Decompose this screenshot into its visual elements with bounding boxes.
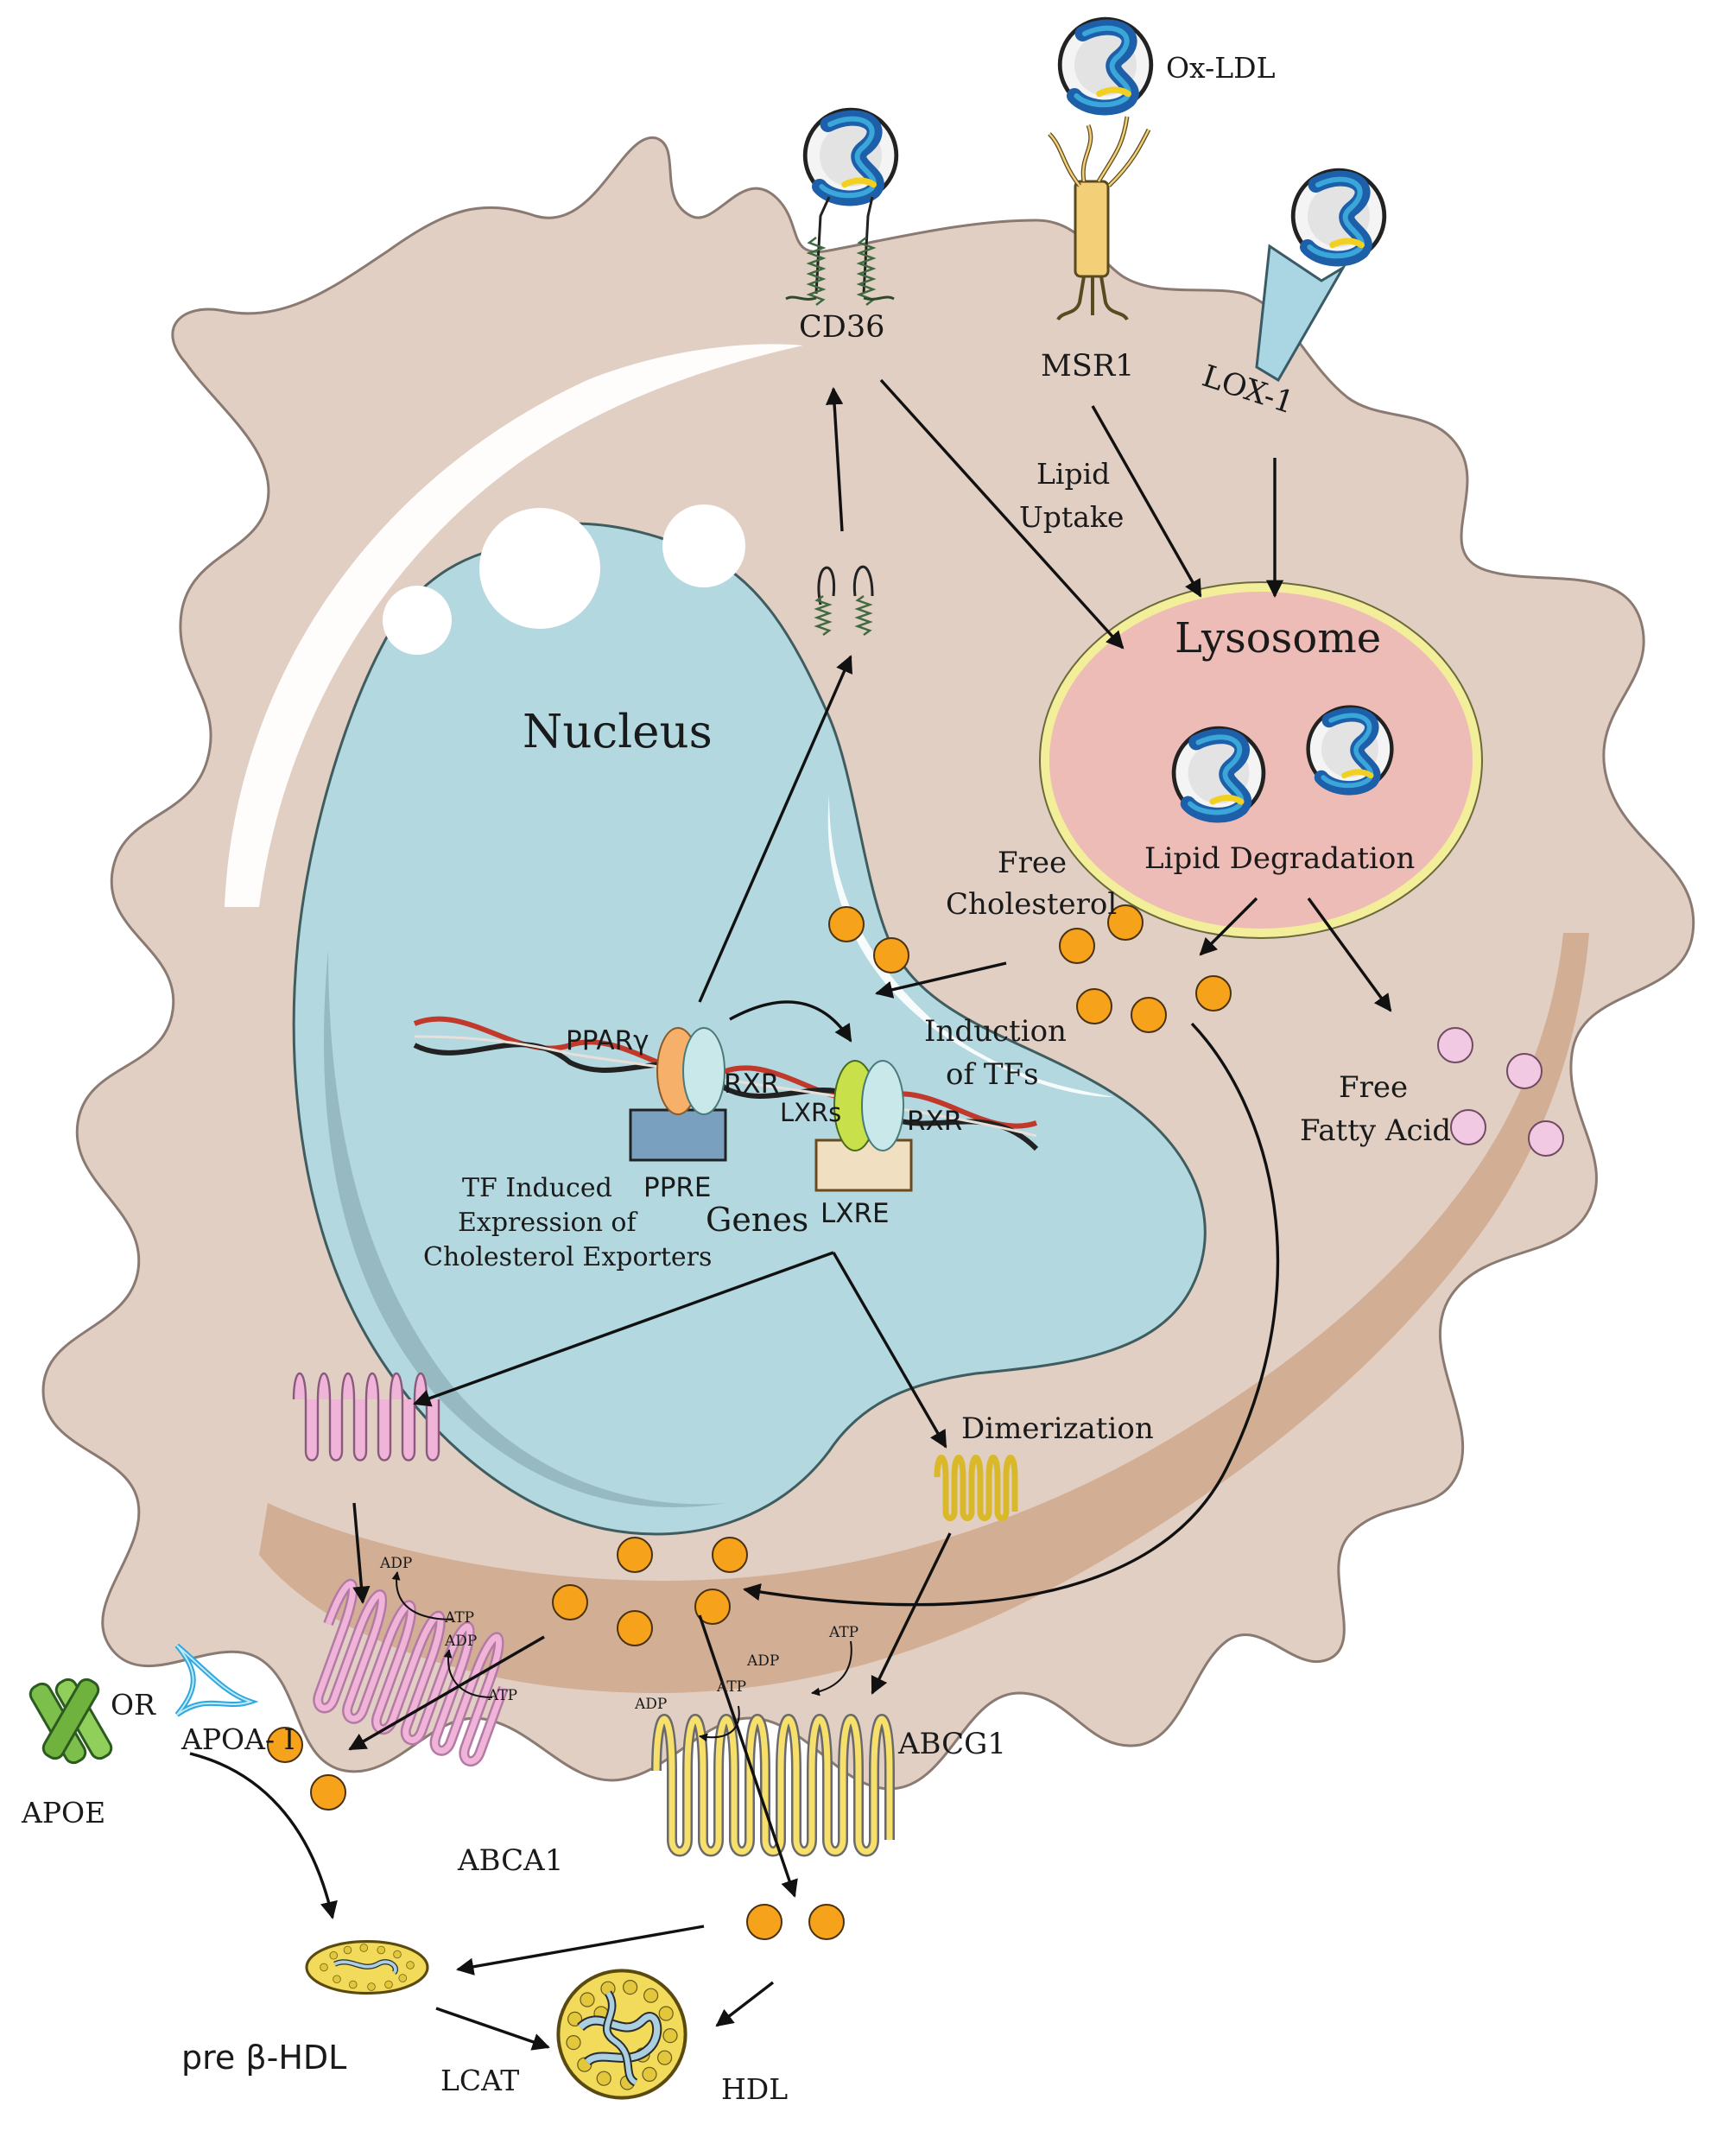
label-free-fatty-acid-2: Fatty Acid — [1300, 1113, 1451, 1148]
label-rxr-2: RXR — [907, 1106, 962, 1137]
label-abca1: ABCA1 — [457, 1843, 563, 1878]
label-lysosome: Lysosome — [1175, 614, 1381, 663]
label-cholesterol-exporters: Cholesterol Exporters — [423, 1242, 712, 1272]
cell-highlight — [225, 344, 803, 907]
label-free-cholesterol-2: Cholesterol — [946, 887, 1117, 922]
ppre-box — [629, 1108, 727, 1162]
label-ppar-gamma: PPARγ — [566, 1025, 649, 1056]
rxr-protein-1 — [682, 1027, 725, 1115]
ox-ldl-particle — [1060, 19, 1151, 111]
lxre-box — [814, 1138, 913, 1192]
label-pre-beta-hdl: pre β-HDL — [181, 2039, 346, 2077]
label-tf-induced: TF Induced — [462, 1173, 612, 1203]
label-lipid-degradation: Lipid Degradation — [1144, 841, 1415, 876]
label-nucleus: Nucleus — [523, 706, 713, 758]
label-dimerization: Dimerization — [961, 1411, 1154, 1446]
ox-ldl-on-lox1 — [1293, 170, 1384, 262]
label-abcg1: ABCG1 — [897, 1727, 1006, 1761]
label-atp: ATP — [828, 1624, 858, 1641]
lysosome-outline — [1039, 581, 1483, 939]
label-lipid-uptake-2: Uptake — [1019, 500, 1124, 534]
label-free-cholesterol-1: Free — [998, 846, 1067, 880]
label-induction-2: of TFs — [946, 1057, 1039, 1092]
label-atp: ATP — [716, 1678, 746, 1696]
hdl-particle — [558, 1970, 685, 2097]
atp-adp-cycles — [391, 1571, 852, 1742]
label-induction-1: Induction — [924, 1014, 1067, 1049]
vesicle-small — [383, 586, 452, 655]
label-atp: ATP — [444, 1609, 474, 1627]
rxr-protein-2 — [861, 1060, 904, 1151]
lox1-receptor — [1255, 170, 1384, 383]
cholesterol-effluxed — [267, 1727, 845, 1940]
ldl-in-lysosome-1 — [1174, 728, 1264, 818]
label-cd36: CD36 — [799, 310, 884, 345]
label-lxrs: LXRs — [780, 1098, 841, 1127]
fatty-acids — [1437, 1027, 1564, 1157]
label-hdl: HDL — [721, 2072, 788, 2106]
label-lipid-uptake-1: Lipid — [1036, 457, 1110, 491]
label-apoe: APOE — [21, 1796, 105, 1830]
label-or: OR — [111, 1688, 156, 1722]
label-atp: ATP — [487, 1687, 517, 1704]
nucleus-shadow — [324, 950, 725, 1507]
cd36-synthesized — [814, 565, 874, 637]
label-ox-ldl: Ox-LDL — [1166, 51, 1276, 85]
label-apoa1: APOA- Ⅰ — [181, 1722, 295, 1756]
msr1-receptor — [1048, 116, 1151, 321]
vesicle-large — [479, 508, 600, 629]
ppar-rxr-complex — [629, 1027, 727, 1162]
label-genes: Genes — [706, 1201, 808, 1239]
label-ppre: PPRE — [643, 1172, 712, 1203]
label-msr1: MSR1 — [1041, 349, 1134, 384]
apoe-protein — [29, 1678, 113, 1765]
label-lcat: LCAT — [440, 2064, 519, 2097]
cholesterol-pool — [552, 1537, 748, 1646]
apoa1-protein — [174, 1643, 259, 1717]
label-adp: ADP — [379, 1555, 412, 1572]
label-lxre: LXRE — [820, 1198, 890, 1229]
cd36-receptor — [785, 110, 897, 306]
label-adp: ADP — [444, 1633, 477, 1650]
pre-beta-hdl-particle — [307, 1942, 428, 1994]
cell-cortex-band — [259, 933, 1589, 1693]
label-rxr-1: RXR — [724, 1069, 779, 1100]
ldl-in-lysosome-2 — [1308, 707, 1392, 791]
label-adp: ADP — [746, 1652, 779, 1670]
text-labels: Ox-LDL CD36 MSR1 LOX-1 Lipid Uptake Lyso… — [21, 51, 1451, 2106]
label-expression-of: Expression of — [458, 1208, 637, 1238]
label-free-fatty-acid-1: Free — [1339, 1070, 1408, 1105]
label-adp: ADP — [634, 1696, 667, 1713]
abcg1-monomer — [934, 1455, 1018, 1521]
abcg1-transporter — [651, 1714, 895, 1857]
cholesterol-free — [828, 904, 1232, 1033]
nucleus — [292, 522, 1207, 1536]
pathway-arrows — [189, 378, 1392, 2051]
ox-ldl-on-cd36 — [805, 110, 897, 201]
vesicle-medium — [662, 504, 745, 587]
lxr-rxr-complex — [814, 1060, 913, 1192]
